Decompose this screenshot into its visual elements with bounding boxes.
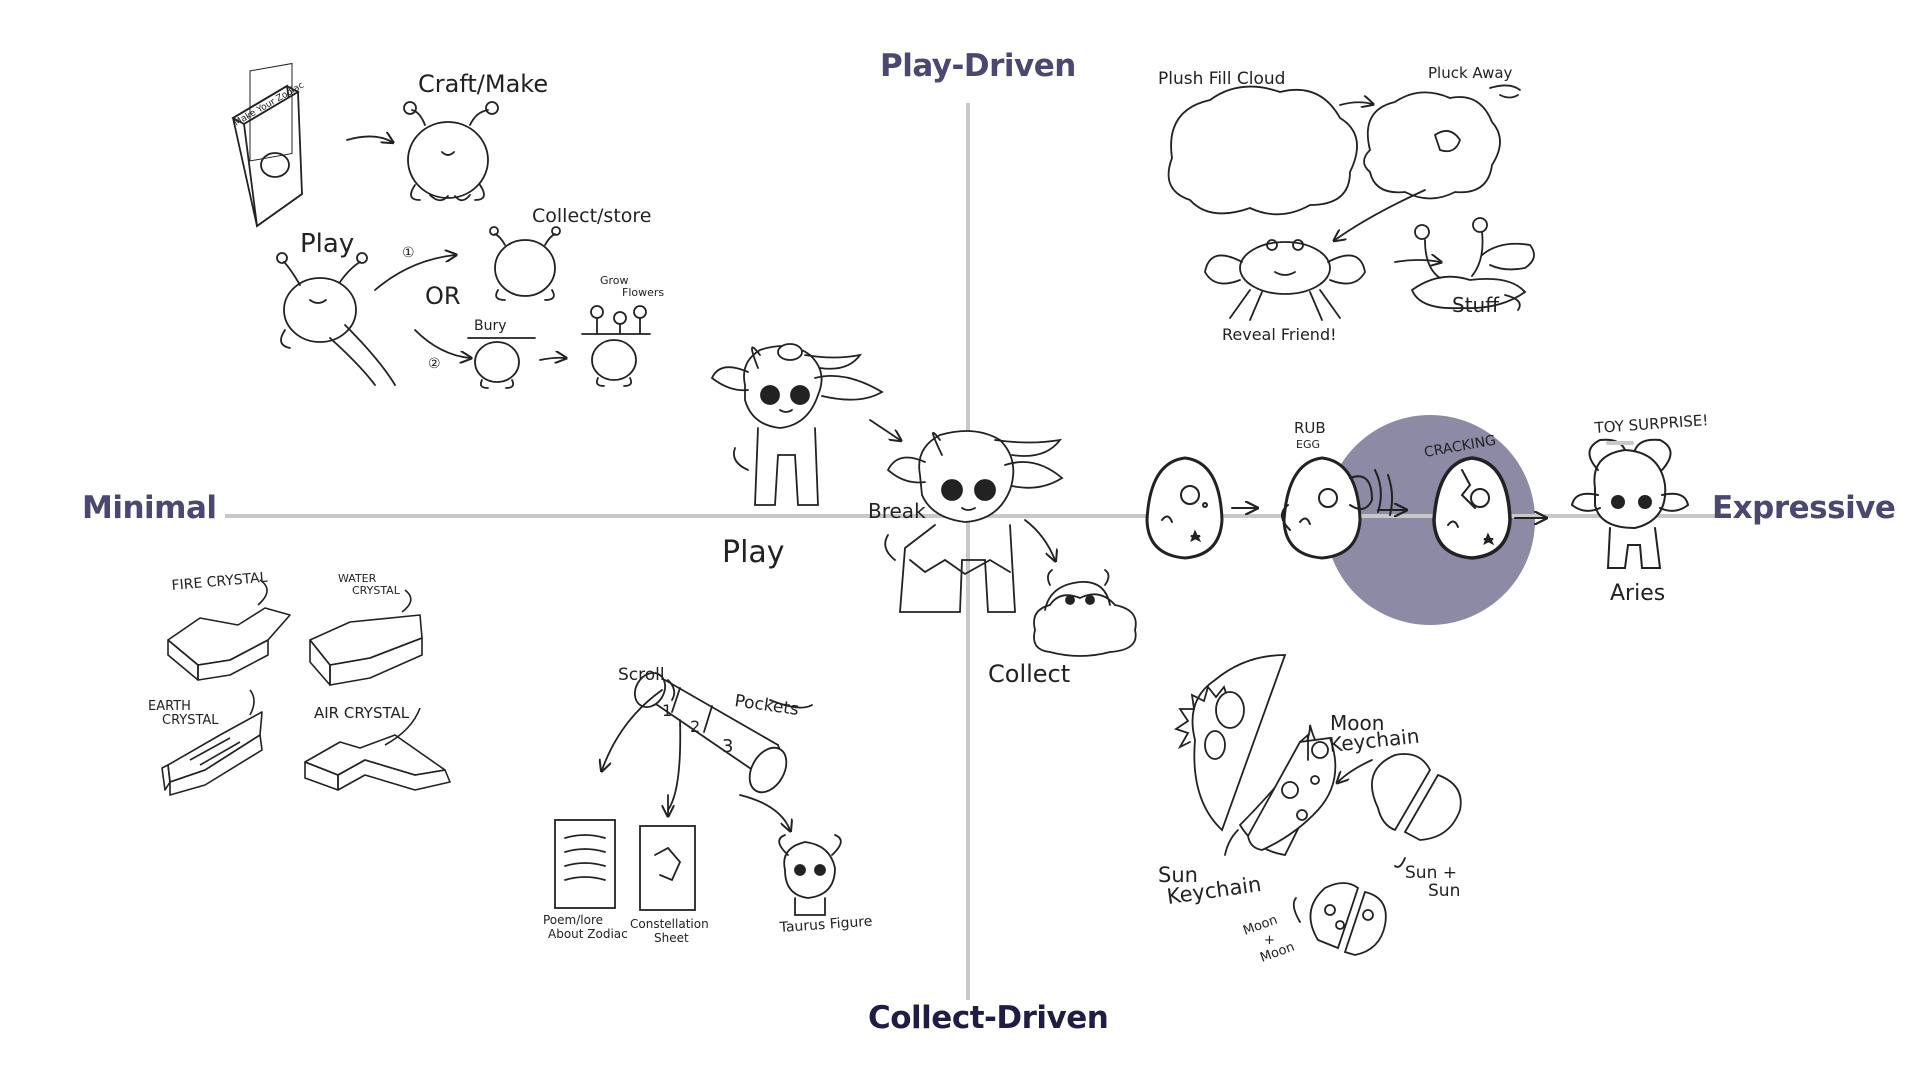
egg-rub-icon [1281, 456, 1394, 560]
crab-in-hand-icon [276, 252, 396, 386]
axis-title-top: Play-Driven [880, 48, 1076, 84]
plush-cloud-sketches [1167, 84, 1535, 321]
play-label: Play [300, 229, 354, 259]
rub-label: RUB [1294, 419, 1326, 437]
aries-label: Aries [1610, 581, 1665, 606]
zodiac-kit-box-icon [231, 62, 303, 228]
crystal-sketches [161, 579, 451, 796]
crab-stored-icon [489, 226, 561, 301]
step1-label: ① [402, 245, 415, 261]
keychain-sketches [1173, 654, 1462, 956]
goat-sequence-labels: Play Break Collect [722, 499, 1070, 688]
moon-moon-icon [1309, 882, 1387, 956]
reveal-friend-label: Reveal Friend! [1222, 325, 1337, 344]
plush-cloud-icon [1167, 85, 1358, 216]
sun-sun-label2: Sun [1428, 881, 1460, 901]
axis-title-left: Minimal [82, 490, 217, 526]
crab-creature-icon [403, 101, 499, 202]
air-crystal-label: AIR CRYSTAL [314, 704, 410, 722]
moon-keychain-label1: Moon [1330, 711, 1384, 735]
taurus-figure-icon [778, 834, 842, 916]
step2-label: ② [428, 356, 441, 372]
earth-crystal-icon [161, 711, 263, 796]
reveal-crab-icon [1204, 239, 1366, 321]
goat-figure-icon [710, 343, 884, 506]
poem-sheet-icon [554, 819, 616, 909]
water-crystal-icon [309, 614, 423, 686]
craft-make-label: Craft/Make [418, 70, 548, 98]
or-label: OR [425, 282, 461, 310]
stuff-label: Stuff [1452, 293, 1500, 317]
stuffing-crab-icon [1410, 217, 1535, 310]
earth-crystal-label1: EARTH [148, 699, 191, 714]
toy-surprise-label: TOY SURPRISE! [1593, 411, 1709, 437]
sun-keychain-label1: Sun [1158, 863, 1198, 887]
egg-cracking-icon [1432, 456, 1512, 560]
aries-figure-icon [1570, 438, 1690, 569]
scroll-label: Scroll [618, 665, 665, 685]
fire-crystal-label: FIRE CRYSTAL [171, 570, 268, 594]
constellation-label1: Constellation [630, 917, 709, 931]
sun-keychain-icon [1173, 654, 1287, 832]
center-break-label: Break [868, 499, 926, 523]
taurus-label: Taurus Figure [778, 914, 873, 937]
axis-title-bottom: Collect-Driven [868, 1000, 1109, 1036]
poem-label1: Poem/lore [543, 913, 603, 927]
egg-label: EGG [1296, 438, 1320, 451]
water-crystal-label1: WATER [338, 572, 377, 585]
flowers-icon [590, 305, 647, 335]
poem-label2: About Zodiac [548, 927, 628, 941]
axis-title-right: Expressive [1712, 490, 1896, 526]
bury-label: Bury [474, 318, 507, 334]
earth-crystal-label2: CRYSTAL [162, 713, 219, 728]
pocket-number-1: 1 [662, 701, 672, 720]
scroll-icon [634, 672, 788, 794]
pockets-label: Pockets [733, 691, 800, 720]
plush-cloud-labels: Plush Fill Cloud Pluck Away Reveal Frien… [1158, 64, 1513, 344]
pocket-number-2: 2 [690, 717, 700, 736]
goat-sequence-sketches [710, 343, 1137, 657]
grow-label: Grow [600, 274, 629, 287]
pluck-away-label: Pluck Away [1428, 64, 1513, 82]
center-play-label: Play [722, 535, 785, 570]
cloud-pluck-icon [1363, 91, 1501, 200]
collect-store-label: Collect/store [532, 205, 652, 227]
craft-play-sketches [231, 62, 651, 389]
scroll-sketches [554, 672, 842, 916]
egg-icon [1145, 456, 1224, 560]
sun-sun-label1: Sun + [1405, 863, 1457, 883]
goat-breaking-icon [884, 430, 1064, 613]
constellation-label2: Sheet [654, 931, 689, 945]
center-collect-label: Collect [988, 660, 1070, 688]
plush-fill-label: Plush Fill Cloud [1158, 69, 1285, 89]
crab-buried-icon [474, 341, 520, 389]
sun-sun-icon [1370, 753, 1462, 841]
pocket-number-3: 3 [722, 736, 733, 757]
moon-moon-label2: + [1264, 933, 1275, 948]
egg-sequence-sketches [1145, 438, 1690, 569]
fire-crystal-icon [167, 607, 291, 681]
flowers-label: Flowers [622, 286, 664, 299]
crab-grown-icon [591, 339, 637, 387]
water-crystal-label2: CRYSTAL [352, 584, 401, 597]
moon-keychain-icon [1238, 724, 1337, 856]
air-crystal-icon [304, 734, 451, 791]
goat-sleeping-cloud-icon [1033, 569, 1137, 657]
constellation-sheet-icon [639, 825, 696, 911]
